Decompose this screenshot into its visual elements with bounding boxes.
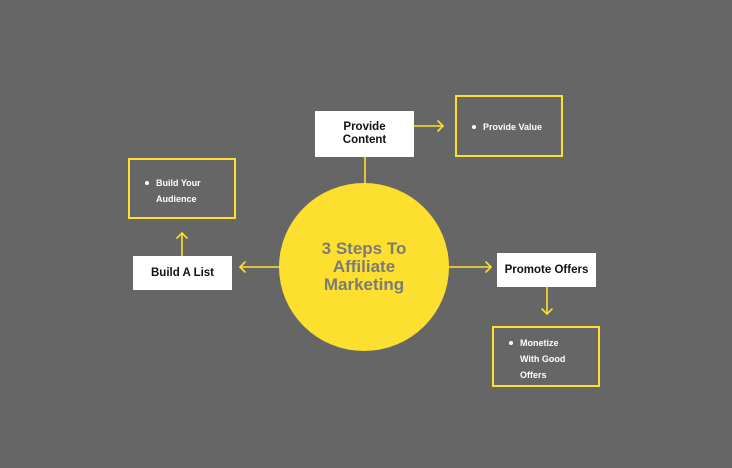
- note-box-monetize: Monetize With Good Offers: [492, 326, 600, 387]
- step-label-build-list: Build A List: [150, 266, 215, 279]
- note-box-provide-value: Provide Value: [455, 95, 563, 157]
- step-label-promote-offers: Promote Offers: [504, 263, 589, 276]
- note-item-provide-value: Provide Value: [469, 119, 553, 135]
- step-label-provide-content: Provide Content: [342, 121, 387, 146]
- center-title: 3 Steps To Affiliate Marketing: [321, 239, 407, 294]
- center-hub: 3 Steps To Affiliate Marketing: [279, 183, 449, 351]
- step-box-provide-content: Provide Content: [315, 111, 414, 157]
- step-box-build-list: Build A List: [133, 256, 232, 290]
- step-box-promote-offers: Promote Offers: [497, 253, 596, 287]
- note-box-build-audience: Build Your Audience: [128, 158, 236, 219]
- note-item-monetize: Monetize With Good Offers: [506, 335, 575, 383]
- note-item-build-audience: Build Your Audience: [142, 175, 216, 207]
